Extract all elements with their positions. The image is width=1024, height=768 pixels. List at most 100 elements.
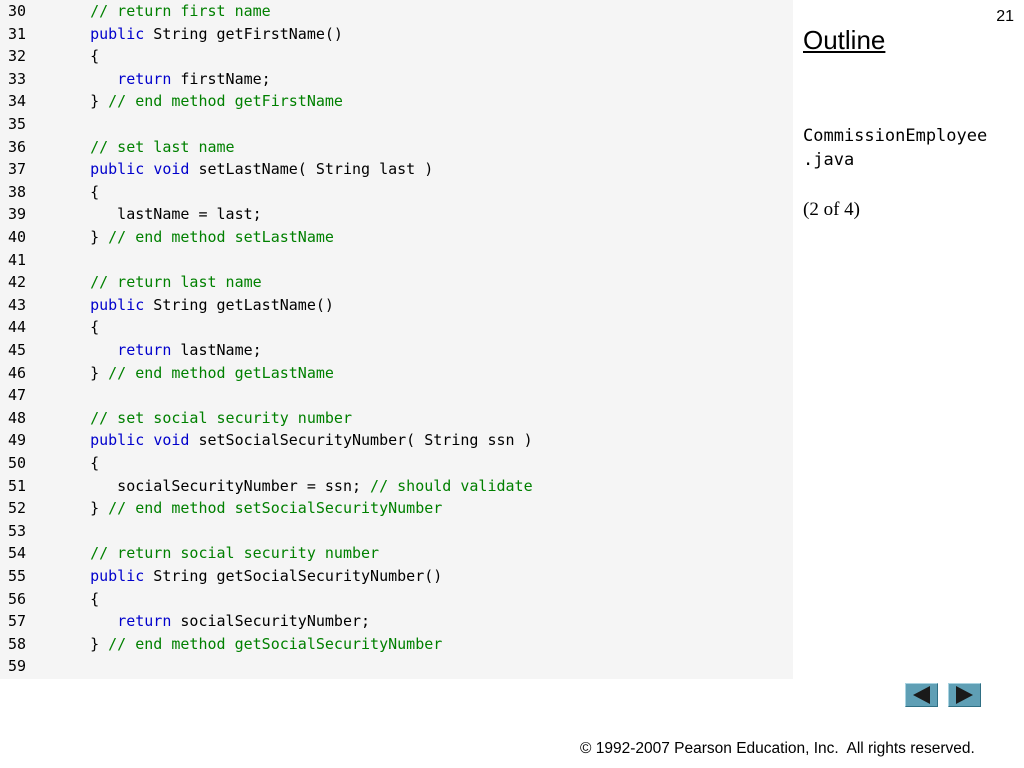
code-text: public void setSocialSecurityNumber( Str… — [63, 429, 533, 452]
code-text: return firstName; — [63, 68, 271, 91]
code-text: // return first name — [63, 0, 271, 23]
code-text: { — [63, 316, 99, 339]
line-number: 47 — [8, 386, 27, 405]
code-keyword: void — [153, 431, 190, 450]
next-slide-button[interactable] — [948, 683, 981, 707]
code-token: firstName; — [171, 69, 271, 88]
line-number: 51 — [8, 476, 27, 495]
code-token — [63, 544, 90, 562]
code-comment: // end method setLastName — [108, 228, 334, 246]
line-number: 55 — [8, 567, 27, 585]
code-comment: // return first name — [90, 2, 271, 20]
code-text: // return last name — [63, 271, 262, 294]
code-token: lastName = last; — [63, 205, 262, 224]
code-text: socialSecurityNumber = ssn; // should va… — [63, 475, 533, 498]
line-number: 54 — [8, 544, 27, 563]
code-token — [144, 160, 153, 178]
code-text: public String getSocialSecurityNumber() — [63, 565, 442, 588]
line-number: 30 — [8, 2, 27, 20]
code-comment: // return social security number — [90, 544, 380, 563]
line-number: 35 — [8, 115, 27, 133]
code-comment: // should validate — [370, 476, 533, 495]
line-number: 56 — [8, 589, 27, 608]
line-number: 37 — [8, 160, 27, 179]
line-number: 59 — [8, 657, 27, 676]
code-comment: // end method getLastName — [108, 363, 334, 382]
code-token — [63, 431, 90, 449]
file-name-line-2: .java — [803, 150, 855, 170]
code-comment: // set social security number — [90, 408, 352, 427]
code-text: } // end method setLastName — [63, 226, 334, 249]
line-number: 49 — [8, 431, 27, 450]
code-token — [63, 160, 90, 178]
code-token — [63, 273, 90, 291]
line-number: 36 — [8, 137, 27, 156]
code-token: { — [63, 182, 100, 201]
code-token: { — [63, 454, 100, 472]
code-token: { — [63, 589, 100, 608]
line-number: 44 — [8, 318, 27, 337]
file-name-line-1: CommissionEmployee — [803, 126, 988, 146]
line-number: 38 — [8, 182, 27, 201]
code-text: // set last name — [63, 136, 235, 159]
line-number: 57 — [8, 612, 27, 631]
code-text: return lastName; — [63, 339, 262, 362]
line-number: 34 — [8, 92, 27, 111]
code-token: } — [63, 92, 109, 111]
code-keyword: public — [90, 160, 145, 179]
code-token — [63, 567, 90, 585]
code-token — [63, 296, 90, 314]
line-number: 39 — [8, 205, 27, 224]
code-text: } // end method getLastName — [63, 362, 334, 385]
file-name: CommissionEmployee .java — [803, 124, 987, 172]
code-token — [63, 2, 90, 20]
line-number: 58 — [8, 634, 27, 653]
code-comment: // end method getFirstName — [108, 92, 343, 111]
code-keyword: return — [117, 69, 172, 88]
line-number: 33 — [8, 69, 27, 88]
code-token — [63, 25, 90, 43]
outline-title: Outline — [803, 25, 886, 55]
triangle-right-icon — [956, 686, 973, 704]
code-token: } — [63, 499, 109, 518]
code-comment: // end method getSocialSecurityNumber — [108, 634, 443, 653]
line-number: 41 — [8, 250, 27, 269]
code-text: } // end method setSocialSecurityNumber — [63, 497, 442, 520]
code-text: { — [63, 45, 99, 68]
code-token: setLastName( String last ) — [189, 160, 434, 179]
page-indicator: (2 of 4) — [803, 199, 860, 220]
triangle-left-icon — [913, 686, 930, 704]
code-text: { — [63, 588, 99, 611]
code-token: } — [63, 363, 109, 382]
line-number: 40 — [8, 228, 27, 246]
line-number: 53 — [8, 521, 27, 540]
code-text: public String getLastName() — [63, 294, 334, 317]
code-token: } — [63, 228, 109, 246]
code-keyword: public — [90, 431, 145, 450]
line-number: 45 — [8, 341, 27, 359]
code-keyword: public — [90, 295, 145, 314]
code-comment: // end method setSocialSecurityNumber — [108, 499, 443, 518]
code-token — [63, 341, 117, 359]
code-text: // set social security number — [63, 407, 352, 430]
code-token: lastName; — [171, 341, 262, 359]
code-text: { — [63, 452, 99, 475]
previous-slide-button[interactable] — [905, 683, 938, 707]
code-keyword: public — [90, 567, 145, 585]
line-number: 48 — [8, 408, 27, 427]
code-token: socialSecurityNumber; — [171, 612, 371, 631]
code-token — [63, 70, 117, 88]
code-token: } — [63, 634, 109, 653]
code-text: } // end method getSocialSecurityNumber — [63, 633, 442, 656]
line-number: 43 — [8, 295, 27, 314]
code-text: lastName = last; — [63, 203, 262, 226]
slide-number: 21 — [996, 8, 1014, 25]
code-text: public String getFirstName() — [63, 23, 343, 46]
code-keyword: void — [153, 160, 190, 179]
copyright-notice: © 1992-2007 Pearson Education, Inc. All … — [580, 740, 975, 757]
code-text: { — [63, 181, 99, 204]
code-text: return socialSecurityNumber; — [63, 610, 370, 633]
line-number: 32 — [8, 47, 27, 66]
line-number: 46 — [8, 363, 27, 382]
